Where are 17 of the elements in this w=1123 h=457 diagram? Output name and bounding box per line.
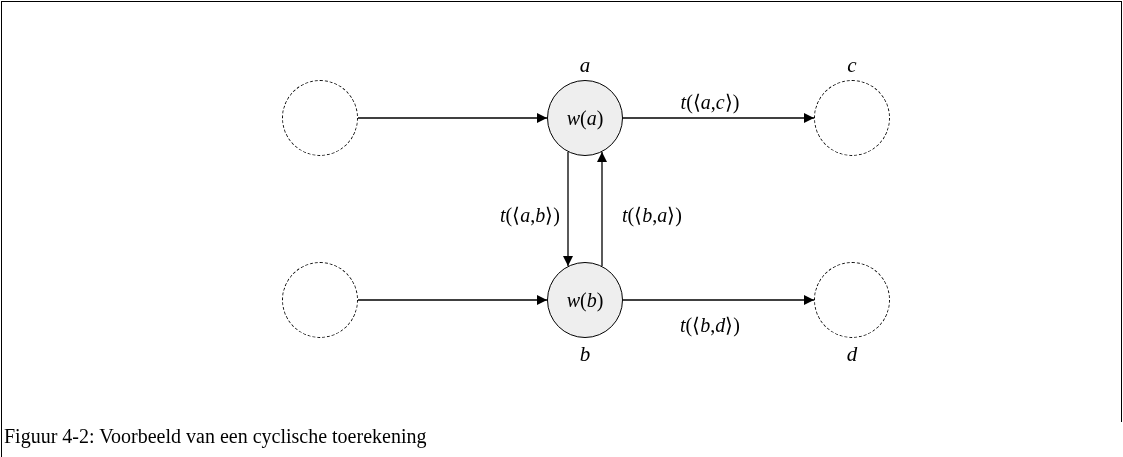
node-name: c	[847, 52, 857, 78]
edge-label: t(⟨a,c⟩)	[680, 90, 740, 114]
figure-caption: Figuur 4-2: Voorbeeld van een cyclische toerekening	[4, 425, 427, 448]
arrow	[622, 295, 815, 305]
node-name: d	[846, 341, 858, 367]
arrow	[357, 113, 548, 123]
arrow	[597, 151, 607, 267]
node-name: b	[579, 341, 591, 367]
arrow	[357, 295, 548, 305]
node-label: w(a)	[566, 106, 604, 130]
arrow	[563, 151, 573, 267]
edge-label: t(⟨b,a⟩)	[622, 203, 682, 227]
node-name: a	[579, 52, 591, 78]
arrow	[622, 113, 815, 123]
node-label: w(b)	[566, 288, 604, 312]
edge-label: t(⟨a,b⟩)	[500, 203, 560, 227]
edge-label: t(⟨b,d⟩)	[680, 313, 740, 337]
